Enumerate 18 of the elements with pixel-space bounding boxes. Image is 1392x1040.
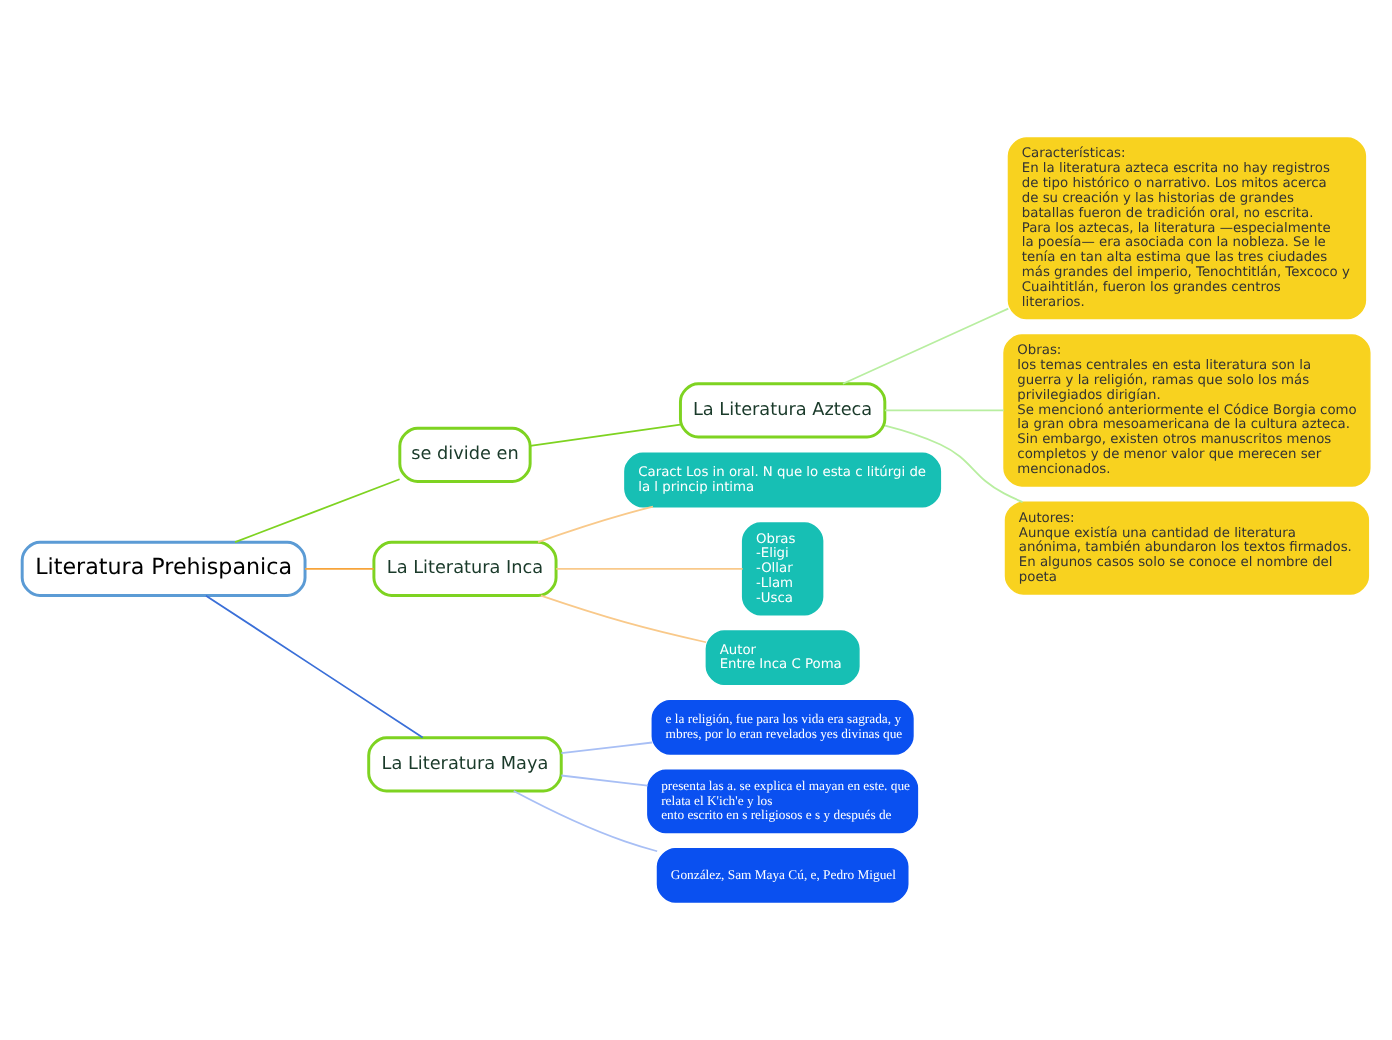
connector — [884, 424, 1024, 504]
node-box: se divide en — [398, 426, 532, 483]
connector — [560, 741, 654, 755]
connector — [540, 594, 707, 644]
connector — [842, 307, 1010, 385]
node-box: La Literatura Azteca — [678, 382, 887, 439]
node-box: La Literatura Inca — [372, 540, 558, 597]
connector — [537, 505, 654, 543]
node-box: La Literatura Maya — [367, 736, 563, 793]
connector — [560, 774, 649, 787]
connector — [304, 568, 375, 570]
connector — [883, 409, 1005, 412]
connector — [234, 478, 401, 544]
connector — [529, 423, 682, 447]
node-box: Literatura Prehispanica — [20, 540, 307, 597]
connector — [205, 594, 424, 739]
connector — [512, 790, 659, 853]
connector — [555, 568, 744, 570]
